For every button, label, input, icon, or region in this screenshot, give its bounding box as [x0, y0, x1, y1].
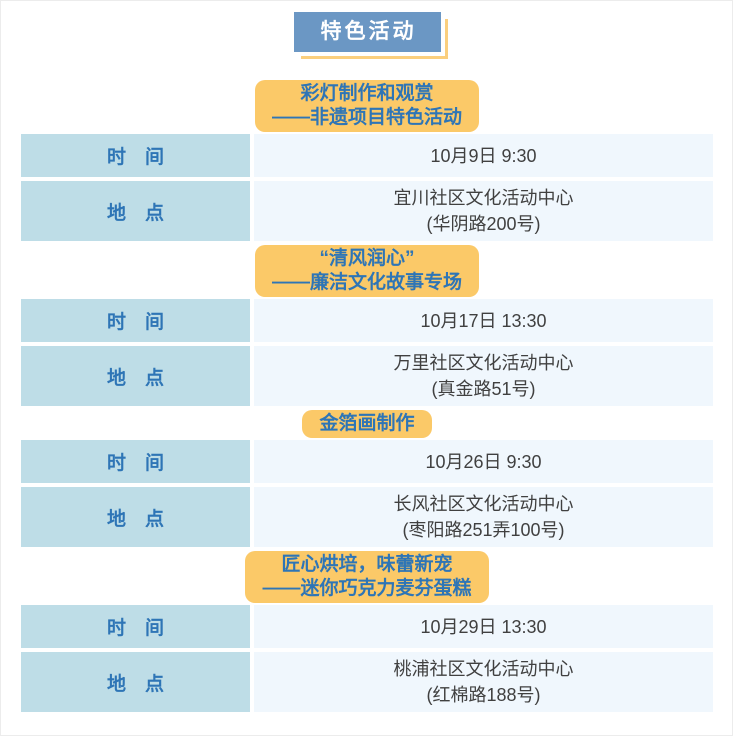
page-title-text: 特色活动	[320, 20, 417, 43]
place-name: 宜川社区文化活动中心	[393, 188, 574, 208]
activity-title-line: ——廉洁文化故事专场	[271, 272, 462, 293]
time-value: 10月17日 13:30	[254, 299, 713, 342]
time-row: 时 间 10月29日 13:30	[21, 605, 713, 648]
place-row: 地 点 宜川社区文化活动中心 (华阴路200号)	[21, 181, 713, 241]
time-value: 10月29日 13:30	[254, 605, 713, 648]
time-value-text: 10月29日 13:30	[420, 616, 547, 637]
place-name: 万里社区文化活动中心	[393, 353, 574, 373]
time-value-text: 10月9日 9:30	[430, 145, 537, 166]
activity-title: 金箔画制作	[302, 410, 432, 438]
activity-title: “清风润心” ——廉洁文化故事专场	[254, 245, 479, 297]
time-row: 时 间 10月9日 9:30	[21, 134, 713, 177]
place-row: 地 点 桃浦社区文化活动中心 (红棉路188号)	[21, 652, 713, 712]
place-value: 宜川社区文化活动中心 (华阴路200号)	[254, 181, 713, 241]
time-value: 10月9日 9:30	[254, 134, 713, 177]
activity-title-line: 彩灯制作和观赏	[300, 83, 434, 104]
time-label: 时 间	[21, 134, 250, 177]
place-address: (华阴路200号)	[426, 214, 541, 234]
activity-title: 匠心烘培，味蕾新宠 ——迷你巧克力麦芬蛋糕	[245, 551, 489, 603]
activity-block-2: “清风润心” ——廉洁文化故事专场 时 间 10月17日 13:30 地 点 万…	[21, 245, 713, 406]
time-value: 10月26日 9:30	[254, 440, 713, 483]
place-address: (真金路51号)	[431, 379, 536, 399]
time-row: 时 间 10月26日 9:30	[21, 440, 713, 483]
activity-block-4: 匠心烘培，味蕾新宠 ——迷你巧克力麦芬蛋糕 时 间 10月29日 13:30 地…	[21, 551, 713, 712]
place-row: 地 点 长风社区文化活动中心 (枣阳路251弄100号)	[21, 487, 713, 547]
activity-block-3: 金箔画制作 时 间 10月26日 9:30 地 点 长风社区文化活动中心 (枣阳…	[21, 410, 713, 547]
time-value-text: 10月17日 13:30	[420, 310, 547, 331]
time-label: 时 间	[21, 299, 250, 342]
activity-title-line: “清风润心”	[319, 248, 415, 269]
activity-title-line: 金箔画制作	[319, 413, 415, 434]
time-row: 时 间 10月17日 13:30	[21, 299, 713, 342]
place-address: (枣阳路251弄100号)	[402, 520, 565, 540]
time-label: 时 间	[21, 440, 250, 483]
place-name: 长风社区文化活动中心	[393, 494, 574, 514]
place-label: 地 点	[21, 346, 250, 406]
page-title: 特色活动	[293, 12, 448, 59]
activity-block-1: 彩灯制作和观赏 ——非遗项目特色活动 时 间 10月9日 9:30 地 点 宜川…	[21, 80, 713, 241]
activity-title-line: ——非遗项目特色活动	[271, 107, 462, 128]
place-value: 桃浦社区文化活动中心 (红棉路188号)	[254, 652, 713, 712]
place-label: 地 点	[21, 181, 250, 241]
place-name: 桃浦社区文化活动中心	[393, 659, 574, 679]
page-header: 特色活动	[21, 12, 713, 59]
time-value-text: 10月26日 9:30	[425, 451, 542, 472]
place-value: 长风社区文化活动中心 (枣阳路251弄100号)	[254, 487, 713, 547]
activity-title-line: 匠心烘培，味蕾新宠	[281, 554, 453, 575]
place-value: 万里社区文化活动中心 (真金路51号)	[254, 346, 713, 406]
activity-title: 彩灯制作和观赏 ——非遗项目特色活动	[254, 80, 479, 132]
place-row: 地 点 万里社区文化活动中心 (真金路51号)	[21, 346, 713, 406]
activity-title-line: ——迷你巧克力麦芬蛋糕	[262, 578, 472, 599]
place-label: 地 点	[21, 652, 250, 712]
place-label: 地 点	[21, 487, 250, 547]
place-address: (红棉路188号)	[426, 685, 541, 705]
time-label: 时 间	[21, 605, 250, 648]
